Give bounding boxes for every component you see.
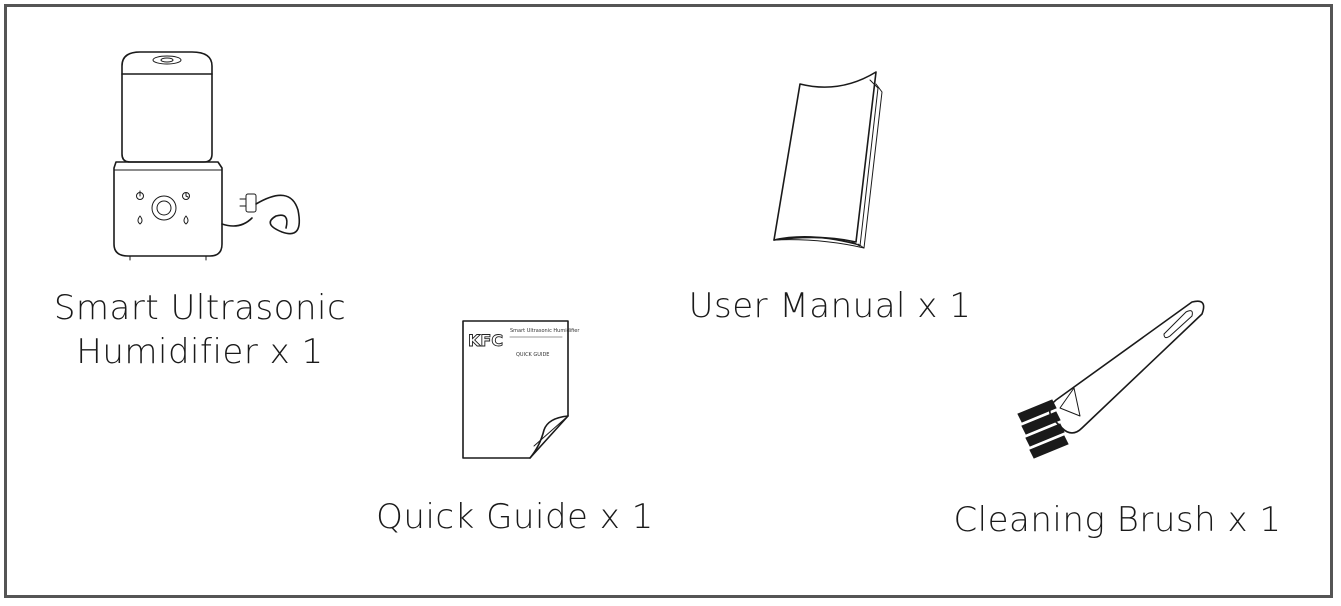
user-manual-label: User Manual x 1 xyxy=(688,286,972,326)
quick-guide-cover-title: Smart Ultrasonic Humidifier xyxy=(510,328,580,334)
user-manual-icon xyxy=(773,71,883,249)
quick-guide-item: KFC Smart Ultrasonic Humidifier QUICK GU… xyxy=(460,318,580,463)
humidifier-icon xyxy=(113,51,301,261)
quick-guide-cover-subtitle: QUICK GUIDE xyxy=(516,352,549,358)
user-manual-item xyxy=(760,62,890,252)
humidifier-label-line2: Humidifier x 1 xyxy=(76,332,324,372)
humidifier-item xyxy=(100,44,320,264)
quick-guide-icon: KFC Smart Ultrasonic Humidifier QUICK GU… xyxy=(462,320,580,459)
cleaning-brush-icon xyxy=(1017,300,1205,459)
cleaning-brush-label: Cleaning Brush x 1 xyxy=(953,500,1282,540)
humidifier-label-line1: Smart Ultrasonic xyxy=(53,288,347,328)
quick-guide-label: Quick Guide x 1 xyxy=(376,497,654,537)
package-contents-frame xyxy=(4,4,1333,598)
humidifier-label: Smart Ultrasonic Humidifier x 1 xyxy=(40,286,360,374)
brush-bristles xyxy=(1017,399,1069,459)
cleaning-brush-item xyxy=(1008,296,1218,476)
quick-guide-logo: KFC xyxy=(468,331,503,350)
